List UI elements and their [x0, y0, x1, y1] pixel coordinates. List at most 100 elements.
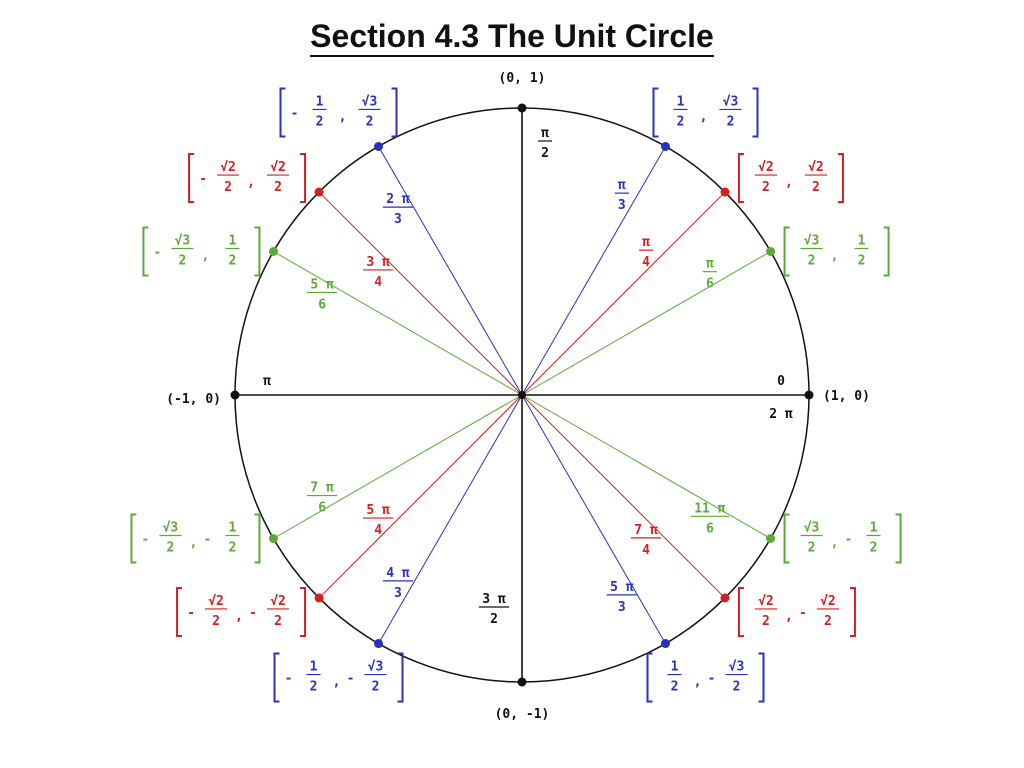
point-dot-240: [374, 639, 383, 649]
axis-angle-label-90: π2: [537, 126, 553, 161]
point-dot-120: [374, 141, 383, 151]
y-sign: -: [708, 672, 716, 687]
coord-bracket-right: [837, 153, 844, 204]
angle-315-num: 7 π: [634, 523, 658, 538]
angle-3pi-over-2-den: 2: [490, 612, 498, 627]
angle-label-210: 7 π6: [307, 481, 338, 516]
y-sign: -: [204, 533, 212, 548]
coord-bracket-right: [895, 513, 902, 564]
point-dot-60: [661, 141, 670, 151]
point-dot-45: [720, 187, 730, 197]
coordinate-label-120: -12,√32: [279, 87, 398, 138]
x-sign: -: [199, 172, 207, 187]
angle-label-150: 5 π6: [307, 277, 338, 312]
y-value-num: √2: [808, 160, 824, 175]
angle-label-315: 7 π4: [630, 523, 662, 558]
angle-120-num: 2 π: [386, 192, 410, 207]
x-value-num: √3: [804, 234, 820, 249]
x-value-num: 1: [310, 660, 318, 675]
angle-45-den: 4: [642, 255, 650, 270]
coord-bracket-left: [737, 586, 744, 637]
coord-bracket-right: [883, 226, 890, 277]
y-value-den: 2: [274, 180, 282, 195]
angle-135-den: 4: [374, 275, 382, 290]
y-value-num: √2: [270, 160, 286, 175]
x-value-den: 2: [808, 541, 816, 556]
point-dot-210: [268, 534, 278, 543]
angle-45-num: π: [642, 235, 650, 250]
y-value-num: √3: [729, 660, 745, 675]
angle-225-den: 4: [374, 523, 382, 538]
x-value-den: 2: [212, 614, 220, 629]
comma: ,: [190, 536, 198, 551]
y-value-num: √3: [723, 94, 739, 109]
y-value-den: 2: [366, 114, 374, 129]
point-dot-225: [314, 593, 324, 603]
radius-line-210: [273, 394, 523, 539]
x-value-den: 2: [310, 680, 318, 695]
angle-300-num: 5 π: [610, 580, 634, 595]
point-dot-330: [766, 534, 776, 543]
axis-coordinate-90: (0, 1): [499, 71, 546, 86]
y-value-den: 2: [274, 614, 282, 629]
x-value-den: 2: [762, 614, 770, 629]
angle-240-num: 4 π: [386, 566, 410, 581]
angle-zero: 0: [777, 374, 785, 389]
angle-330-num: 11 π: [694, 501, 725, 516]
angle-135-num: 3 π: [366, 255, 390, 270]
angle-30-num: π: [706, 257, 714, 272]
x-value-num: √3: [163, 521, 179, 536]
angle-label-60: π3: [614, 178, 629, 213]
angle-120-den: 3: [394, 212, 402, 227]
coordinate-label-150: -√32,12: [142, 226, 261, 277]
coord-bracket-left: [652, 87, 659, 138]
x-value-den: 2: [677, 114, 685, 129]
axis-angle-label-0: 02 π: [769, 374, 793, 422]
axis-dot-0: [804, 390, 814, 400]
x-sign: -: [187, 606, 195, 621]
axis-dot-90: [517, 103, 527, 113]
y-sign: -: [249, 606, 257, 621]
comma: ,: [694, 675, 702, 690]
point-dot-135: [314, 187, 324, 197]
axis-angle-label-180: π: [263, 374, 271, 389]
axis-coordinate-270: (0, -1): [495, 707, 550, 722]
radius-line-225: [318, 394, 523, 599]
coordinate-label-225: -√22,-√22: [176, 586, 307, 637]
coord-bracket-left: [142, 226, 149, 277]
angle-label-135: 3 π4: [363, 255, 394, 290]
radius-line-45: [521, 191, 726, 396]
page-title-text: Section 4.3 The Unit Circle: [310, 18, 714, 57]
x-value-den: 2: [671, 680, 679, 695]
angle-label-45: π4: [639, 235, 654, 270]
coordinate-label-60: 12,√32: [652, 87, 759, 138]
x-value-den: 2: [316, 114, 324, 129]
coord-bracket-right: [254, 226, 261, 277]
angle-60-num: π: [618, 178, 626, 193]
coord-bracket-left: [273, 652, 280, 703]
angle-label-120: 2 π3: [382, 192, 414, 227]
y-value-den: 2: [229, 541, 237, 556]
x-value-den: 2: [808, 254, 816, 269]
y-value-num: √3: [368, 660, 384, 675]
y-value-den: 2: [870, 541, 878, 556]
angle-pi: π: [263, 374, 271, 389]
angle-330-den: 6: [706, 521, 714, 536]
comma: ,: [785, 609, 793, 624]
x-value-den: 2: [179, 254, 187, 269]
comma: ,: [831, 536, 839, 551]
y-value-num: 1: [229, 521, 237, 536]
angle-label-330: 11 π 6: [690, 501, 729, 536]
coord-bracket-right: [849, 586, 856, 637]
comma: ,: [339, 109, 347, 124]
y-sign: -: [799, 606, 807, 621]
comma: ,: [831, 249, 839, 264]
coord-bracket-right: [300, 153, 307, 204]
coord-bracket-right: [254, 513, 261, 564]
x-value-den: 2: [762, 180, 770, 195]
coordinate-label-30: √32,12: [783, 226, 890, 277]
x-value-num: √2: [758, 160, 774, 175]
y-value-den: 2: [824, 614, 832, 629]
y-value-num: √3: [362, 94, 378, 109]
